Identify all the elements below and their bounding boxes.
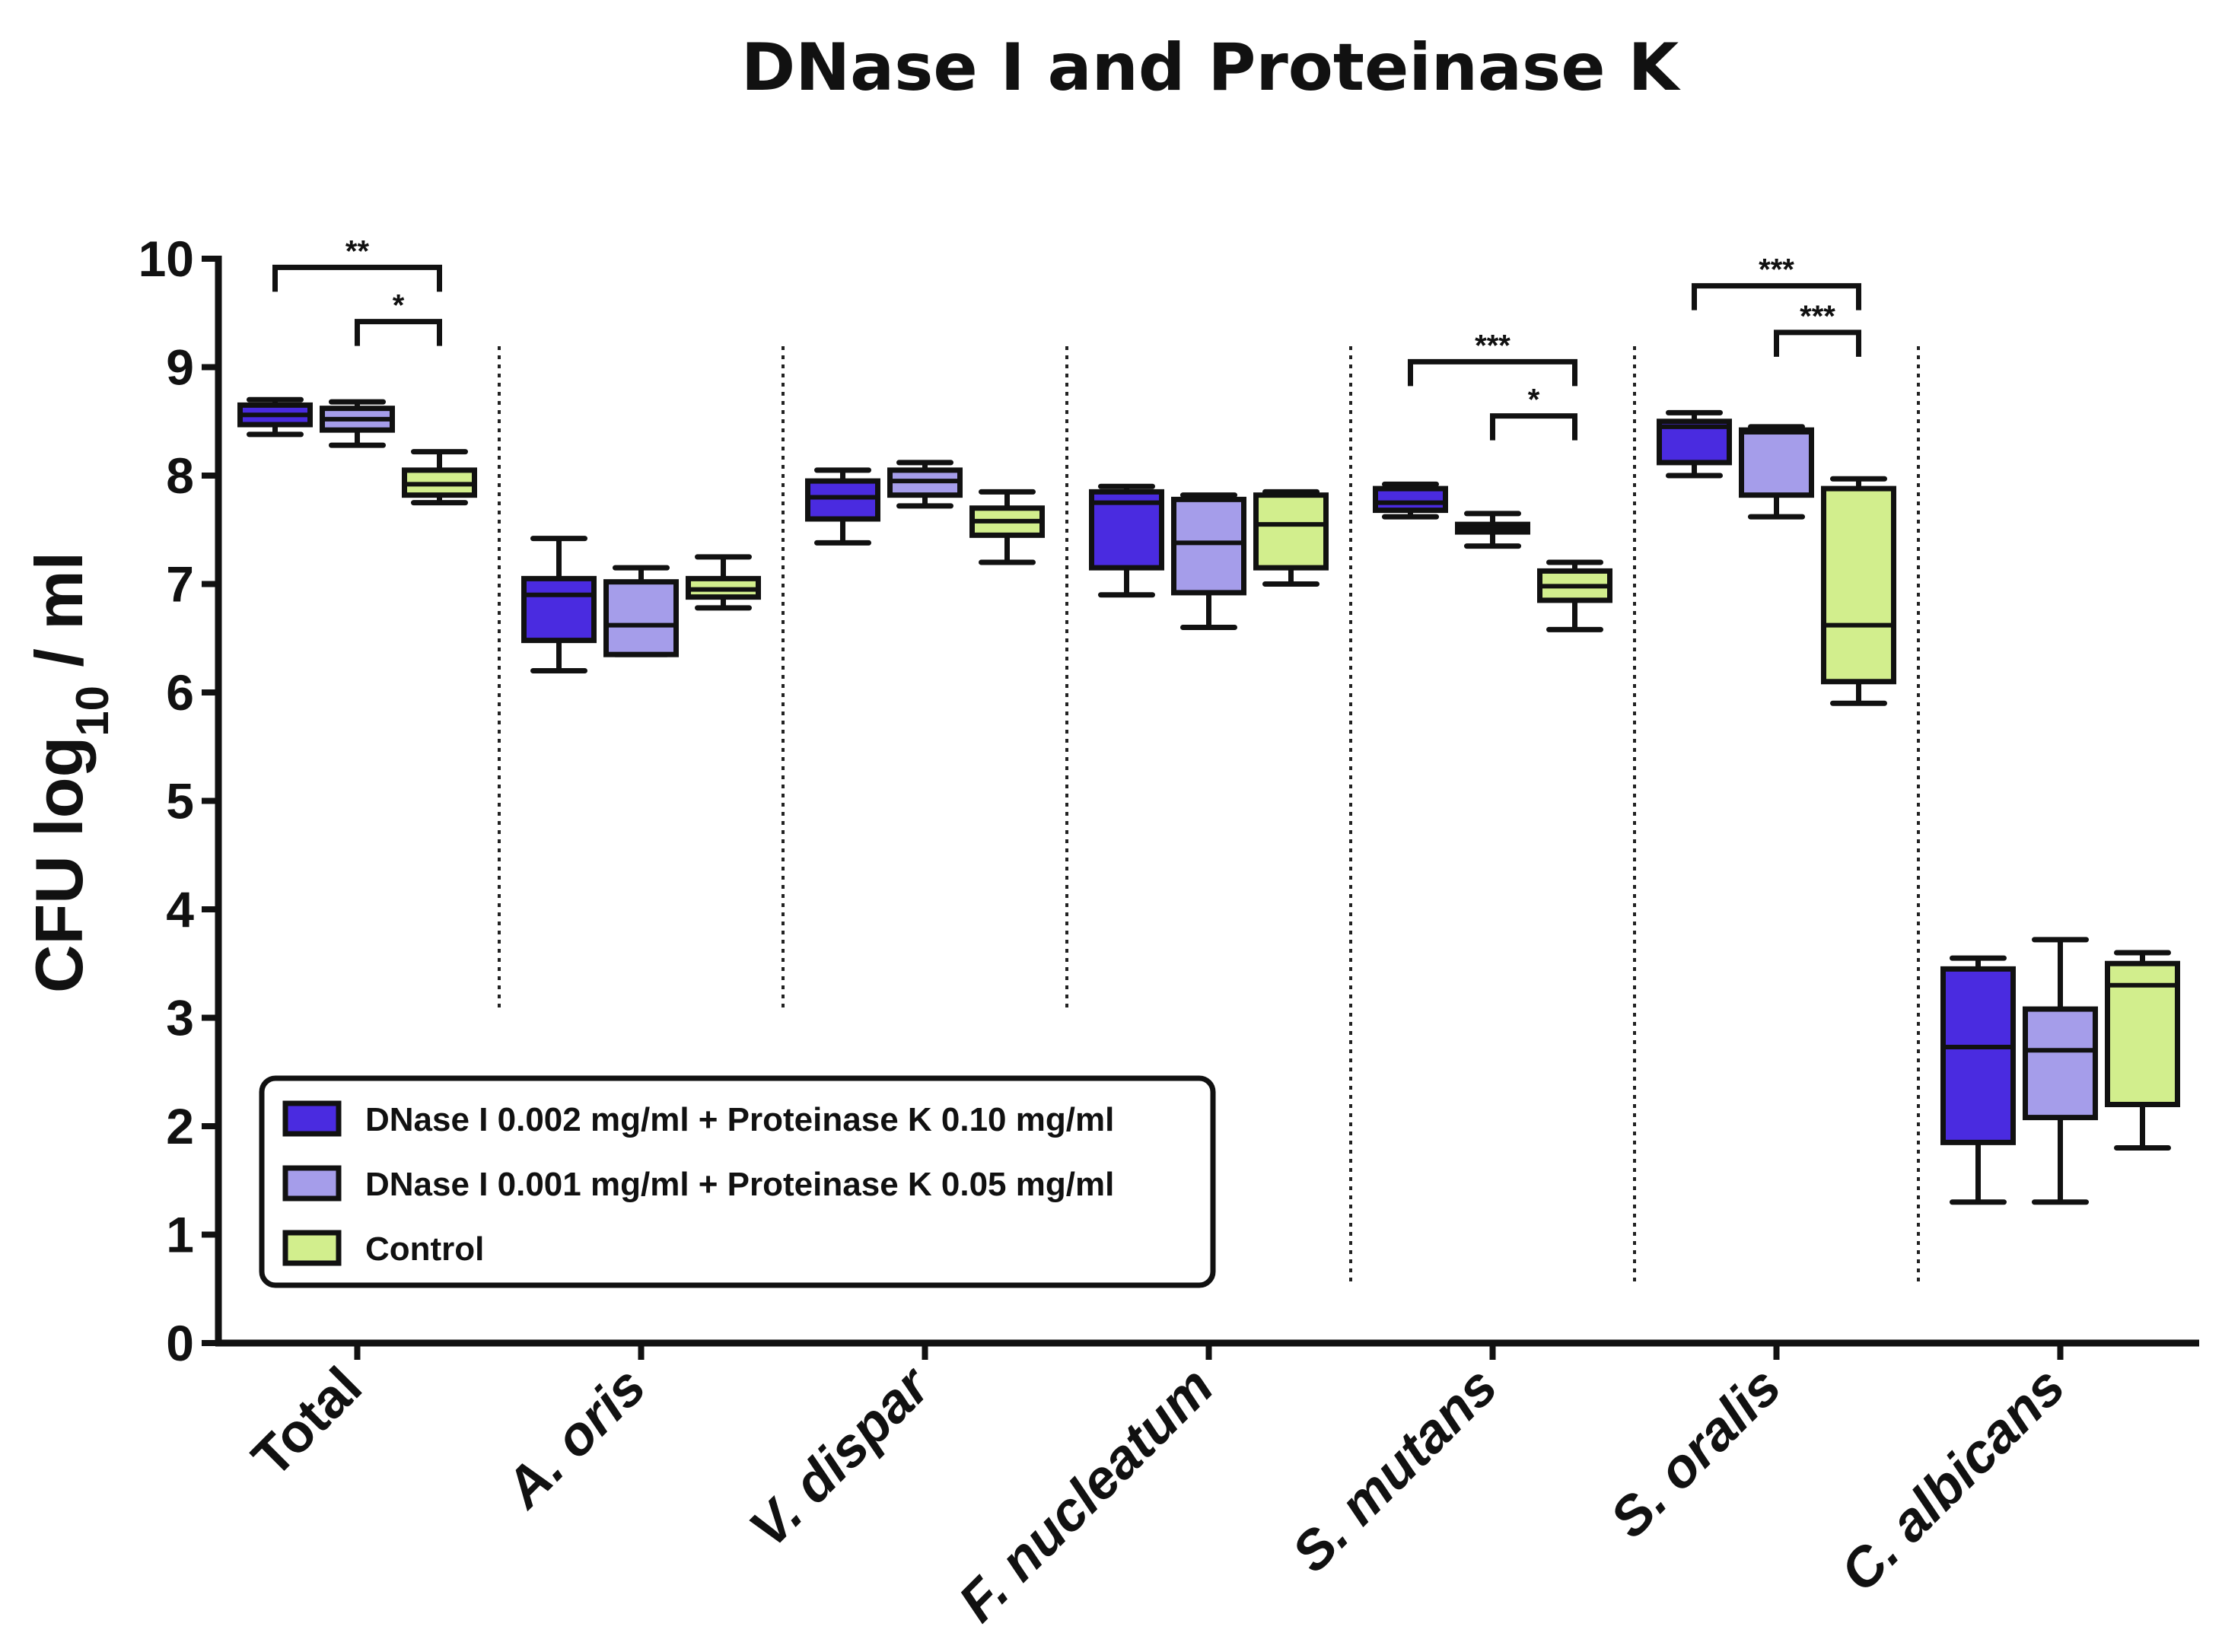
bracket-line bbox=[1490, 413, 1577, 441]
significance-label: *** bbox=[1759, 253, 1794, 287]
box bbox=[2023, 1006, 2098, 1121]
box-plot bbox=[1821, 476, 1896, 706]
significance-bracket: ** bbox=[272, 234, 442, 292]
box-plot bbox=[2023, 937, 2098, 1205]
box-plot bbox=[805, 467, 880, 546]
significance-label: *** bbox=[1800, 300, 1835, 333]
significance-bracket: * bbox=[355, 289, 442, 346]
box-plot bbox=[1089, 483, 1164, 598]
significance-label: *** bbox=[1475, 329, 1511, 362]
significance-bracket: *** bbox=[1774, 300, 1861, 357]
box-plot bbox=[1537, 559, 1612, 632]
y-tick-label: 9 bbox=[166, 339, 194, 396]
box-plot bbox=[1739, 424, 1814, 520]
box-plot bbox=[1657, 409, 1732, 479]
box bbox=[1940, 966, 2016, 1145]
box-plot bbox=[686, 554, 761, 611]
box-plot bbox=[887, 460, 963, 509]
y-tick-label: 1 bbox=[166, 1207, 194, 1263]
significance-brackets: ************* bbox=[272, 234, 1861, 441]
legend-swatch bbox=[282, 1230, 342, 1266]
category-separators bbox=[498, 346, 1920, 1282]
significance-bracket: *** bbox=[1692, 253, 1861, 310]
box bbox=[603, 579, 679, 657]
y-tick-label: 3 bbox=[166, 990, 194, 1046]
box-plot bbox=[1171, 492, 1246, 630]
y-tick-label: 5 bbox=[166, 773, 194, 829]
significance-bracket: *** bbox=[1408, 329, 1577, 387]
bracket-line bbox=[1408, 358, 1577, 387]
significance-label: ** bbox=[345, 234, 370, 268]
legend-frame bbox=[259, 1075, 1216, 1288]
significance-label: * bbox=[393, 289, 405, 323]
y-axis-label: CFU log10 / ml bbox=[21, 552, 118, 993]
legend-label: Control bbox=[365, 1230, 484, 1268]
y-tick-label: 10 bbox=[138, 231, 194, 287]
x-tick-label: F. nucleatum bbox=[947, 1356, 1225, 1634]
box-plot bbox=[1455, 511, 1530, 549]
chart-title: DNase I and Proteinase K bbox=[741, 30, 1682, 106]
y-tick-label: 4 bbox=[166, 881, 194, 937]
box bbox=[1171, 496, 1246, 596]
y-tick-label: 7 bbox=[166, 556, 194, 613]
box bbox=[805, 478, 880, 522]
box-plot bbox=[521, 536, 597, 673]
legend-label: DNase I 0.001 mg/ml + Proteinase K 0.05 … bbox=[365, 1166, 1114, 1203]
x-tick-label: Total bbox=[240, 1356, 373, 1488]
x-tick-label: C. albicans bbox=[1829, 1356, 2076, 1603]
box bbox=[1821, 485, 1896, 685]
box-plot bbox=[603, 565, 679, 657]
x-tick-label: S. mutans bbox=[1281, 1356, 1509, 1584]
bracket-line bbox=[272, 264, 442, 292]
y-tick-label: 0 bbox=[166, 1315, 194, 1371]
significance-label: * bbox=[1528, 384, 1540, 417]
bracket-line bbox=[355, 319, 442, 346]
box-plot bbox=[2105, 950, 2180, 1151]
y-axis-label-tail: / ml bbox=[21, 552, 97, 686]
bracket-line bbox=[1774, 329, 1861, 357]
box-plot bbox=[320, 399, 395, 448]
bracket-line bbox=[1692, 283, 1861, 310]
x-tick-label: S. oralis bbox=[1599, 1356, 1793, 1550]
box bbox=[1373, 485, 1448, 514]
legend-label: DNase I 0.002 mg/ml + Proteinase K 0.10 … bbox=[365, 1101, 1114, 1138]
legend-swatch bbox=[282, 1100, 342, 1137]
box-plot bbox=[237, 396, 313, 438]
x-tick-label: V. dispar bbox=[738, 1354, 944, 1559]
y-ticks: 0 1 2 3 4 5 6 7 8 9 10 bbox=[138, 231, 218, 1371]
legend-swatch bbox=[282, 1165, 342, 1202]
box bbox=[521, 575, 597, 644]
y-tick-label: 6 bbox=[166, 664, 194, 721]
box-plot bbox=[1373, 481, 1448, 520]
y-axis-label-sub: 10 bbox=[67, 686, 118, 737]
significance-bracket: * bbox=[1490, 384, 1577, 441]
y-tick-label: 8 bbox=[166, 447, 194, 504]
x-tick-label: A. oris bbox=[492, 1356, 657, 1520]
box-plot bbox=[1253, 489, 1329, 587]
y-tick-label: 2 bbox=[166, 1098, 194, 1154]
box bbox=[1253, 492, 1329, 571]
box-plot bbox=[969, 489, 1045, 565]
box-plots bbox=[237, 396, 2180, 1205]
legend: DNase I 0.002 mg/ml + Proteinase K 0.10 … bbox=[259, 1075, 1216, 1288]
box bbox=[1739, 427, 1814, 498]
box-plot bbox=[402, 449, 477, 506]
y-axis-label-main: CFU log bbox=[21, 737, 97, 993]
box-plot bbox=[1940, 955, 2016, 1205]
